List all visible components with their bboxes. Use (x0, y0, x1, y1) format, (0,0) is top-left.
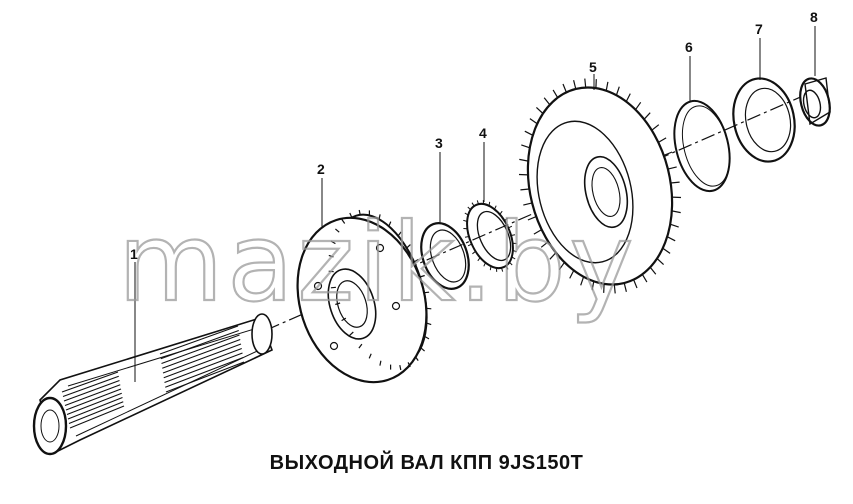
part-label-8: 8 (810, 9, 818, 25)
part-label-1: 1 (130, 246, 138, 262)
part-label-7: 7 (755, 21, 763, 37)
part-5-gear (518, 78, 682, 294)
part-label-5: 5 (589, 59, 597, 75)
part-label-2: 2 (317, 161, 325, 177)
part-4-synchronizer-ring (463, 200, 517, 272)
diagram-caption: ВЫХОДНОЙ ВАЛ КПП 9JS150T (269, 452, 584, 474)
part-8-nut (799, 77, 831, 127)
part-3-ring (420, 222, 470, 290)
watermark-text: mazik.by (118, 201, 637, 326)
part-label-6: 6 (685, 39, 693, 55)
leader-lines (134, 26, 816, 382)
part-7-washer (732, 77, 796, 163)
part-label-3: 3 (435, 135, 443, 151)
part-2-flange-hub (296, 209, 432, 384)
part-1-output-shaft (32, 313, 274, 456)
part-label-4: 4 (479, 125, 487, 141)
part-6-snap-ring (673, 99, 731, 193)
